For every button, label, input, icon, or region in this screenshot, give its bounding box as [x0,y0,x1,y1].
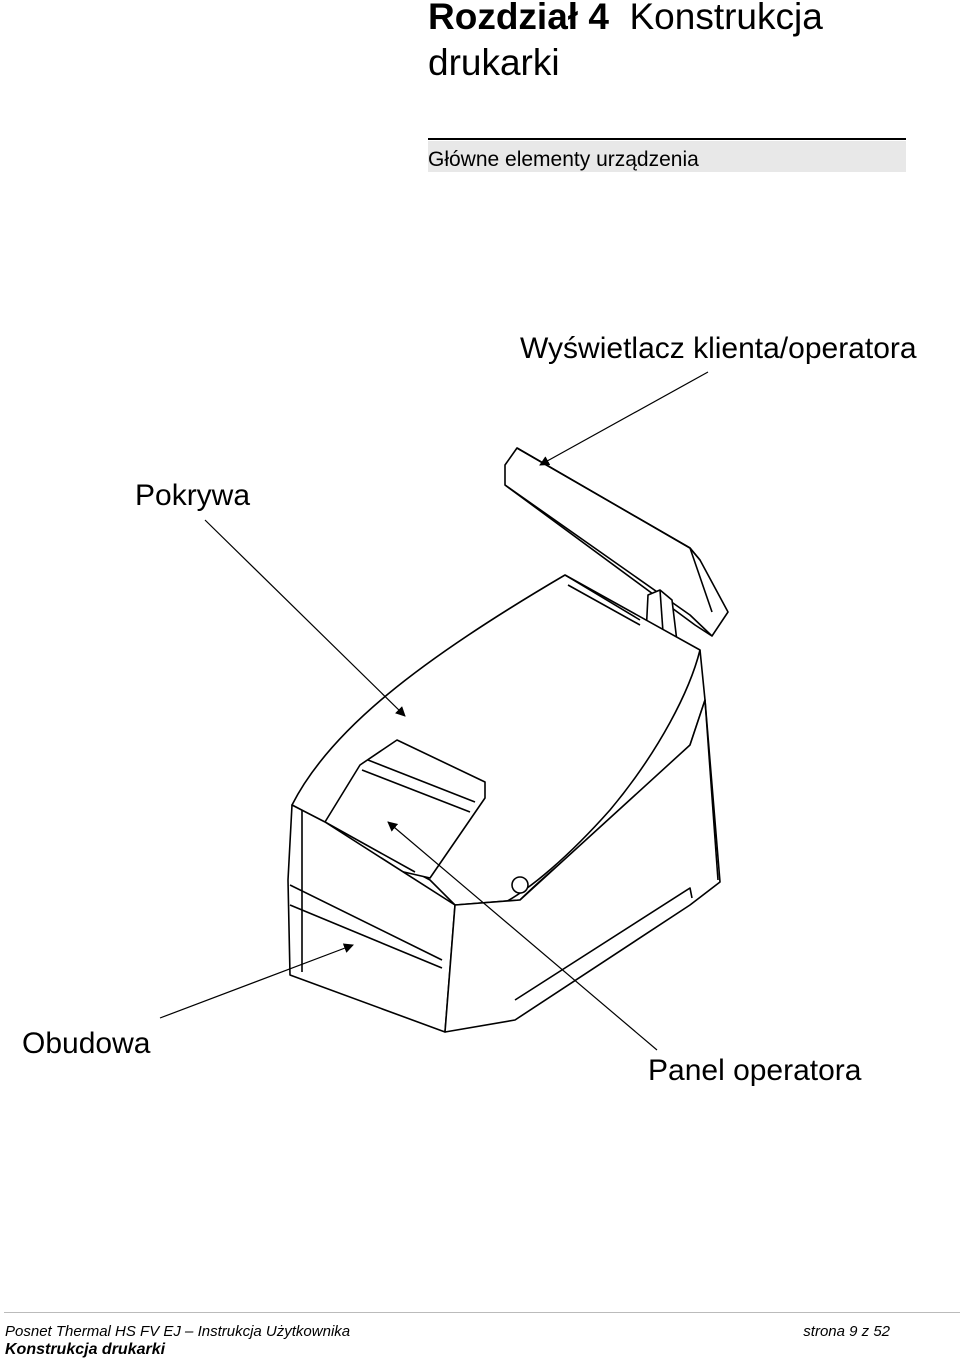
section-title: Główne elementy urządzenia [428,148,699,171]
cover-leader [204,519,406,717]
footer-section-name: Konstrukcja drukarki [5,1341,166,1358]
chapter-number: Rozdział 4 [428,0,609,37]
footer-document-title: Posnet Thermal HS FV EJ – Instrukcja Uży… [5,1323,351,1340]
callout-operator-panel: Panel operatora [648,1054,862,1087]
printer-drawing [287,447,729,1033]
section-rule [428,138,906,140]
display-leader [539,371,709,466]
section-bar [428,141,906,172]
chapter-name: Konstrukcja drukarki [428,0,823,83]
footer-rule [4,1312,960,1313]
panel-leader [387,821,658,1051]
callout-lines [159,371,709,1051]
footer-page-number: strona 9 z 52 [803,1323,890,1340]
chapter-title: Rozdział 4 Konstrukcja drukarki [428,0,948,86]
callout-housing: Obudowa [22,1027,151,1060]
housing-leader [159,943,354,1019]
callout-cover: Pokrywa [135,479,250,512]
callout-display: Wyświetlacz klienta/operatora [520,332,917,365]
